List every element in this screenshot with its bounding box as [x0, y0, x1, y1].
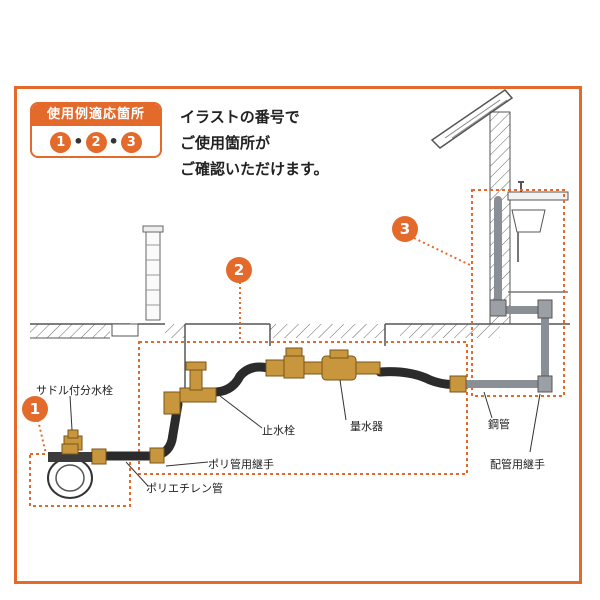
badge-separator: • [108, 132, 119, 151]
label-stop-valve: 止水栓 [262, 424, 295, 437]
label-pipe-joint: 配管用継手 [490, 458, 545, 471]
brass-fittings [63, 347, 467, 465]
intro-line-3: ご確認いただけます。 [180, 160, 329, 178]
intro-line-1: イラストの番号で [180, 108, 300, 126]
label-water-meter: 量水器 [350, 420, 383, 433]
usage-badge: 使用例適応箇所 1 • 2 • 3 [30, 102, 162, 158]
illustration-frame [14, 86, 582, 584]
label-polyethylene-pipe: ポリエチレン管 [146, 482, 223, 495]
label-steel-pipe: 鋼管 [488, 418, 510, 431]
area-2-box [138, 341, 468, 475]
marker-3: 3 [392, 216, 418, 242]
label-poly-pipe-joint: ポリ管用継手 [208, 458, 274, 471]
polyethylene-pipe [91, 362, 465, 461]
badge-number-2: 2 [85, 131, 107, 153]
area-3-box [471, 189, 565, 397]
column [142, 225, 164, 321]
marker-leaders [37, 237, 473, 455]
marker-2: 2 [226, 257, 252, 283]
badge-number-3: 3 [120, 131, 142, 153]
intro-line-2: ご使用箇所が [180, 134, 271, 152]
label-saddle-tap: サドル付分水栓 [36, 384, 113, 397]
label-pointers [69, 379, 541, 487]
main-water-pipe [47, 443, 93, 499]
ground [30, 323, 570, 390]
badge-numbers: 1 • 2 • 3 [32, 130, 160, 154]
badge-number-1: 1 [50, 131, 72, 153]
intro-text: イラストの番号で ご使用箇所が ご確認いただけます。 [180, 104, 329, 182]
badge-title: 使用例適応箇所 [32, 104, 160, 126]
marker-1: 1 [22, 396, 48, 422]
badge-separator: • [73, 132, 84, 151]
steel-pipe-joints [489, 299, 553, 393]
